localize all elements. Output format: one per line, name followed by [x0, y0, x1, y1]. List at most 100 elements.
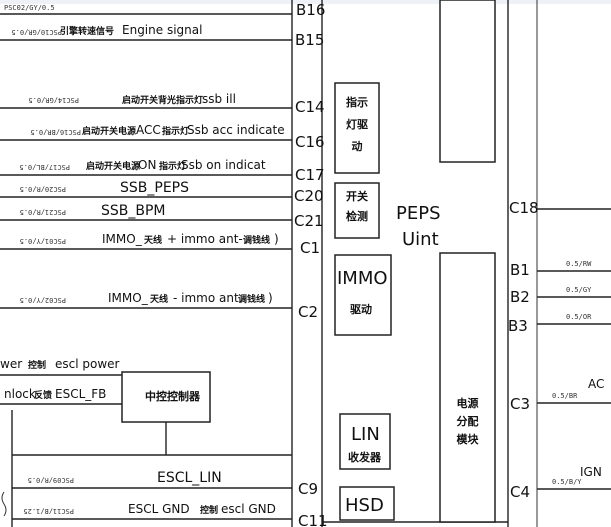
wire-code: PSC20/R/0.5: [20, 185, 66, 193]
lin-transceiver-subtitle: 收发器: [348, 450, 382, 464]
right-pin-c4: C4 0.5/B/Y IGN: [510, 465, 611, 501]
peps-title: PEPS: [396, 203, 441, 224]
signal-label: ESCL GND: [128, 502, 190, 516]
pin-label: C14: [295, 98, 325, 116]
wire-code: PSC11/B/1.25: [23, 507, 74, 515]
switch-detect-box: [334, 182, 380, 239]
immo-driver-box: [334, 254, 392, 336]
top-edge-strip: [0, 0, 611, 4]
wire-code: 0.5/RW: [566, 260, 592, 268]
indicator-driver-box: [334, 82, 380, 174]
wire-code: PSC21/R/0.5: [20, 208, 66, 216]
escl-fb-cn: 反馈: [34, 389, 52, 401]
pin-label: B1: [510, 261, 530, 279]
signal-row-c2: PSC02/Y/0.5 IMMO_ 天线 - immo ant 调钱线 ) C2: [0, 291, 318, 321]
pin-label: C3: [510, 395, 530, 413]
central-lock-controller-box: [121, 371, 211, 423]
immo-driver-title: IMMO: [337, 268, 388, 289]
escl-fb-label-1: nlock: [4, 387, 36, 401]
switch-detect-label: 开关检测: [346, 190, 368, 223]
right-pin-b3: B3 0.5/OR: [508, 313, 611, 335]
indicator-panel-box: [439, 0, 496, 163]
signal-row-c1: PSC01/Y/0.5 IMMO_ 天线 + immo ant- 调钱线 ) C…: [0, 232, 320, 257]
signal-row-c9: PSC09/R/0.5 ESCL_LIN C9: [12, 470, 318, 498]
escl-power-label-2: escl power: [55, 357, 120, 371]
signal-label-cn: 启动开关电源: [82, 125, 136, 137]
lin-transceiver-title: LIN: [351, 424, 380, 445]
signal-label: Engine signal: [122, 23, 202, 37]
signal-label-cn: 启动开关电源: [86, 160, 140, 172]
wire-code: PSC16/BR/0.5: [30, 128, 81, 136]
signal-label-3: ): [274, 232, 279, 246]
wire-code: PSC01/Y/0.5: [20, 237, 66, 245]
signal-label: IMMO_: [102, 232, 143, 246]
signal-row-b16: PSC02/GY/0.5 B16: [0, 1, 325, 19]
signal-row-c21: PSC21/R/0.5 SSB_BPM C21: [0, 203, 324, 230]
escl-fb-label-2: ESCL_FB: [55, 387, 106, 401]
signal-label-2: escl GND: [221, 502, 276, 516]
signal-label-3: ): [268, 291, 273, 305]
wire-code: PSC09/R/0.5: [28, 476, 74, 484]
signal-label-cn-2: 调钱线: [243, 234, 270, 246]
right-pin-c3: C3 0.5/BR AC: [510, 377, 611, 413]
right-pin-c18: C18: [509, 199, 611, 217]
wire-code: 0.5/OR: [566, 313, 592, 321]
pin-label: C9: [298, 480, 318, 498]
signal-label-2: + immo ant-: [167, 232, 243, 246]
wire-code: PSC17/BL/0.5: [19, 163, 70, 171]
signal-label-2: - immo ant: [173, 291, 239, 305]
signal-label: IMMO_: [108, 291, 149, 305]
pin-label: C20: [294, 187, 324, 205]
signal-row-c20: PSC20/R/0.5 SSB_PEPS C20: [0, 180, 324, 205]
hsd-box: [339, 486, 395, 521]
hsd-label: HSD: [345, 495, 384, 516]
pin-label: C18: [509, 199, 539, 217]
pin-label: B2: [510, 288, 530, 306]
signal-label: ACC: [136, 123, 161, 137]
signal-label-cn-2: 指示灯: [159, 160, 186, 172]
right-signal-label: AC: [588, 377, 604, 391]
pin-label: C11: [298, 512, 328, 527]
pin-label: C16: [295, 133, 325, 151]
wire-code: PSC14/GR/0.5: [28, 96, 79, 104]
wire-code: 0.5/BR: [552, 392, 578, 400]
signal-label: ESCL_LIN: [157, 470, 222, 486]
indicator-driver-label: 指示灯驱动: [346, 96, 368, 153]
wire-code: 0.5/B/Y: [552, 478, 582, 486]
signal-label-2: Ssb on indicat: [181, 158, 266, 172]
signal-label: SSB_PEPS: [120, 180, 189, 196]
pin-label: C4: [510, 483, 530, 501]
pin-label: B3: [508, 317, 528, 335]
immo-driver-subtitle: 驱动: [350, 302, 372, 316]
right-pin-b1: B1 0.5/RW: [510, 260, 611, 279]
signal-label: SSB_BPM: [101, 203, 166, 219]
escl-power-row: wer 控制 escl power: [0, 357, 122, 376]
wire-code: PSC02/Y/0.5: [20, 296, 66, 304]
right-pin-b2: B2 0.5/GY: [510, 286, 611, 306]
escl-fb-row: nlock 反馈 ESCL_FB: [0, 387, 122, 405]
signal-row-b15: PSC10/GR/0.5 引擎转速信号 Engine signal B15: [0, 23, 324, 49]
escl-power-label-1: wer: [0, 357, 22, 371]
pin-label: B15: [295, 31, 324, 49]
signal-label: ON: [138, 158, 156, 172]
signal-row-c14: PSC14/GR/0.5 启动开关背光指示灯 ssb ill C14: [0, 92, 325, 116]
wire-code: 0.5/GY: [566, 286, 592, 294]
signal-row-c11: PSC11/B/1.25 ESCL GND 控制 escl GND C11: [12, 502, 328, 527]
pin-label: C21: [294, 212, 324, 230]
pin-label: C17: [295, 166, 325, 184]
signal-label-cn: 天线: [150, 293, 168, 305]
signal-label-cn-2: 指示灯: [162, 125, 189, 137]
signal-label-cn: 控制: [200, 504, 218, 516]
escl-power-cn: 控制: [28, 359, 46, 371]
signal-label-cn: 天线: [144, 234, 162, 246]
signal-label-2: Ssb acc indicate: [187, 123, 285, 137]
signal-row-c17: PSC17/BL/0.5 启动开关电源 ON 指示灯 Ssb on indica…: [0, 158, 325, 184]
signal-label-cn: 启动开关背光指示灯: [122, 94, 203, 106]
right-signal-label: IGN: [580, 465, 602, 479]
ground-symbol: [1, 491, 7, 517]
wire-code: PSC10/GR/0.5: [11, 28, 62, 36]
signal-label-cn-2: 调钱线: [238, 293, 265, 305]
signal-label-cn: 引擎转速信号: [60, 25, 114, 37]
central-lock-controller-label: 中控控制器: [145, 389, 201, 403]
